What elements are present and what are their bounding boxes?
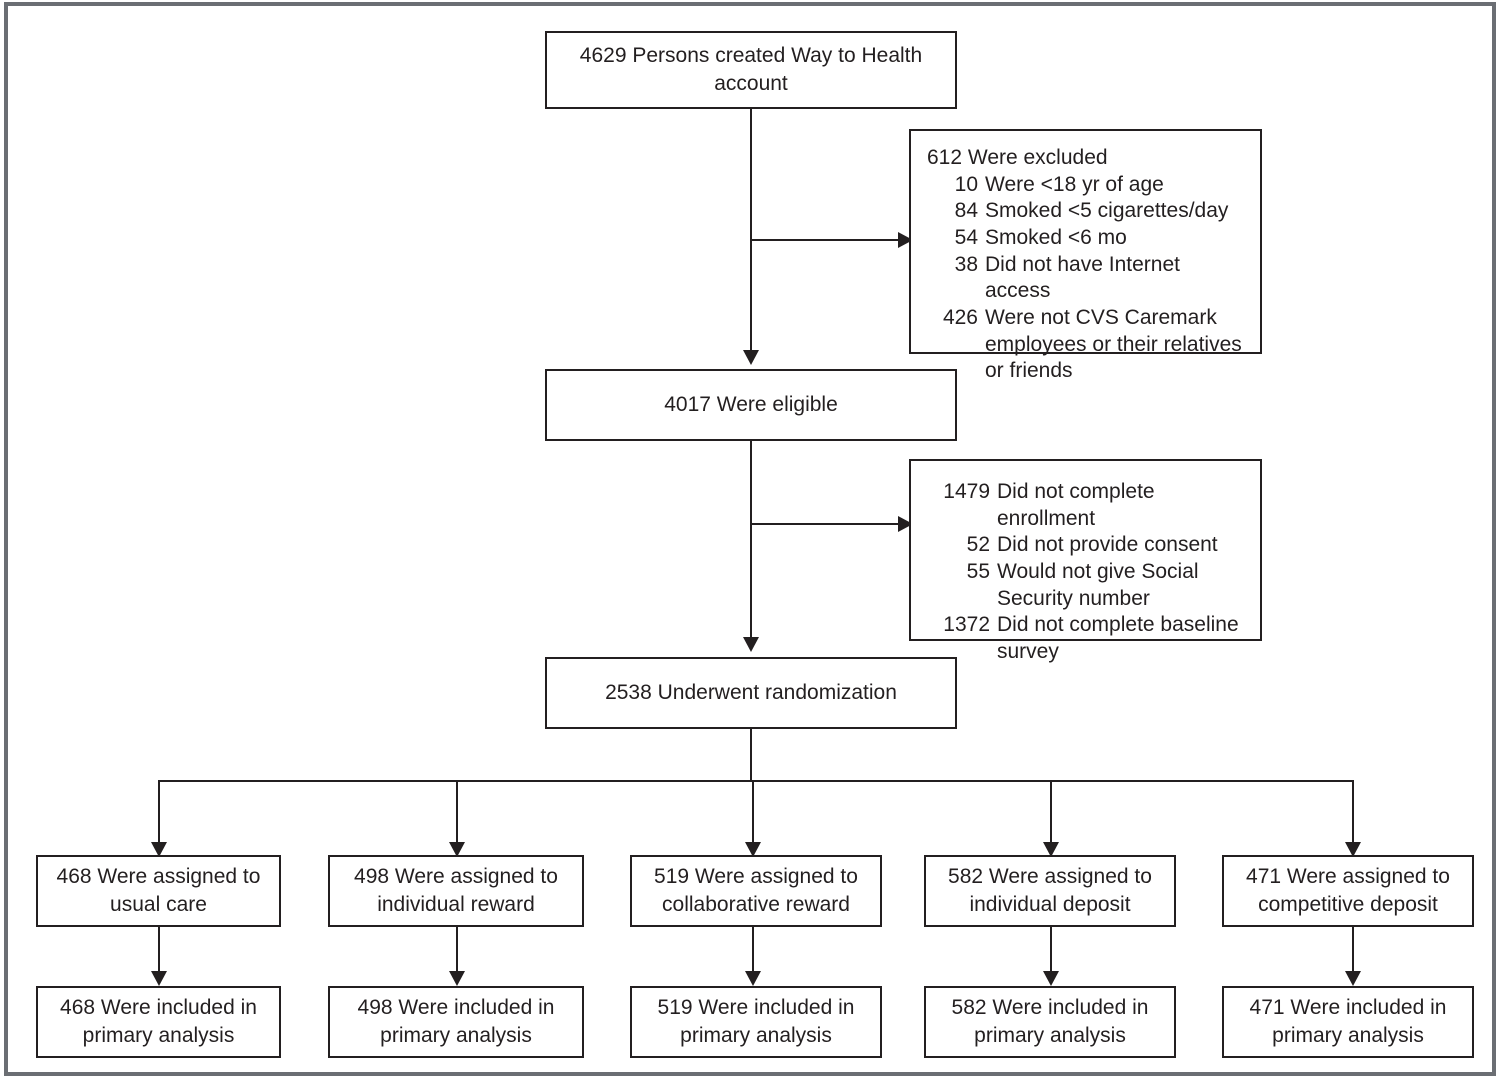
excluded-item-count: 10: [954, 172, 978, 196]
arrowhead-branch-3: [745, 842, 761, 857]
assigned-text: 498 Were assigned to individual reward: [354, 865, 558, 916]
arrowhead-branch-1: [151, 842, 167, 857]
connector-randomized-distribution-bar: [158, 780, 1354, 782]
arrowhead-branch-2: [449, 842, 465, 857]
not-enrolled-item-label: Did not provide consent: [997, 533, 1218, 557]
node-created-account: 4629 Persons created Way to Health accou…: [545, 31, 957, 109]
node-randomized: 2538 Underwent randomization: [545, 657, 957, 729]
node-created-account-text: 4629 Persons created Way to Health accou…: [579, 44, 923, 95]
connector-arm-1: [158, 927, 160, 971]
arrowhead-branch-4: [1043, 842, 1059, 857]
node-assigned-individual-reward: 498 Were assigned to individual reward: [328, 855, 584, 927]
node-assigned-competitive-deposit: 471 Were assigned to competitive deposit: [1222, 855, 1474, 927]
arrowhead-branch-5: [1345, 842, 1361, 857]
list-item: 38 Did not have Internet access: [927, 252, 1244, 305]
excluded-item-label: Smoked <6 mo: [985, 225, 1127, 249]
node-analyzed-individual-reward: 498 Were included in primary analysis: [328, 986, 584, 1058]
connector-branch-4: [1050, 780, 1052, 842]
assigned-text: 582 Were assigned to individual deposit: [948, 865, 1152, 916]
node-analyzed-collaborative-reward: 519 Were included in primary analysis: [630, 986, 882, 1058]
connector-arm-3: [752, 927, 754, 971]
connector-to-excluded: [752, 239, 898, 241]
connector-randomized-stem: [750, 729, 752, 781]
excluded-item-count: 84: [954, 199, 978, 223]
not-enrolled-item-label: Would not give Social Security number: [997, 559, 1199, 610]
node-randomized-text: 2538 Underwent randomization: [605, 681, 897, 705]
connector-branch-2: [456, 780, 458, 842]
excluded-item-label: Were not CVS Caremark employees or their…: [985, 305, 1242, 383]
node-excluded-list: 10 Were <18 yr of age 84 Smoked <5 cigar…: [927, 172, 1244, 385]
connector-branch-3: [752, 780, 754, 842]
not-enrolled-item-label: Did not complete enrollment: [997, 480, 1155, 530]
excluded-item-label: Smoked <5 cigarettes/day: [985, 199, 1229, 223]
list-item: 54 Smoked <6 mo: [927, 225, 1244, 252]
arrowhead-eligible-to-randomized: [743, 637, 759, 652]
figure-border: 4629 Persons created Way to Health accou…: [4, 2, 1496, 1076]
assigned-text: 468 Were assigned to usual care: [56, 865, 261, 916]
connector-branch-1: [158, 780, 160, 842]
node-analyzed-competitive-deposit: 471 Were included in primary analysis: [1222, 986, 1474, 1058]
list-item: 426 Were not CVS Caremark employees or t…: [927, 305, 1244, 385]
list-item: 1372 Did not complete baseline survey: [927, 612, 1244, 665]
connector-arm-4: [1050, 927, 1052, 971]
node-eligible: 4017 Were eligible: [545, 369, 957, 441]
node-assigned-individual-deposit: 582 Were assigned to individual deposit: [924, 855, 1176, 927]
arrowhead-arm-4: [1043, 971, 1059, 986]
node-analyzed-usual-care: 468 Were included in primary analysis: [36, 986, 281, 1058]
not-enrolled-item-count: 52: [966, 533, 990, 557]
node-not-enrolled-list: 1479 Did not complete enrollment 52 Did …: [927, 479, 1244, 666]
arrowhead-created-to-eligible: [743, 350, 759, 365]
node-assigned-usual-care: 468 Were assigned to usual care: [36, 855, 281, 927]
connector-arm-2: [456, 927, 458, 971]
list-item: 84 Smoked <5 cigarettes/day: [927, 198, 1244, 225]
node-assigned-collaborative-reward: 519 Were assigned to collaborative rewar…: [630, 855, 882, 927]
analyzed-text: 471 Were included in primary analysis: [1249, 996, 1447, 1047]
arrowhead-arm-2: [449, 971, 465, 986]
list-item: 1479 Did not complete enrollment: [927, 479, 1244, 532]
arrowhead-arm-3: [745, 971, 761, 986]
connector-to-not-enrolled: [752, 523, 898, 525]
list-item: 52 Did not provide consent: [927, 532, 1244, 559]
list-item: 10 Were <18 yr of age: [927, 172, 1244, 199]
arrowhead-arm-5: [1345, 971, 1361, 986]
not-enrolled-item-count: 1479: [943, 480, 990, 503]
connector-arm-5: [1352, 927, 1354, 971]
node-not-enrolled: 1479 Did not complete enrollment 52 Did …: [909, 459, 1262, 663]
excluded-item-label: Were <18 yr of age: [985, 172, 1164, 196]
arrowhead-arm-1: [151, 971, 167, 986]
excluded-item-label: Did not have Internet access: [985, 252, 1180, 303]
assigned-text: 519 Were assigned to collaborative rewar…: [654, 865, 858, 916]
node-excluded-lead: 612 Were excluded: [927, 146, 1108, 169]
analyzed-text: 468 Were included in primary analysis: [60, 996, 257, 1047]
analyzed-text: 519 Were included in primary analysis: [657, 996, 855, 1047]
node-excluded: 612 Were excluded 10 Were <18 yr of age …: [909, 129, 1262, 382]
analyzed-text: 498 Were included in primary analysis: [357, 996, 555, 1047]
list-item: 55 Would not give Social Security number: [927, 559, 1244, 612]
analyzed-text: 582 Were included in primary analysis: [951, 996, 1149, 1047]
node-analyzed-individual-deposit: 582 Were included in primary analysis: [924, 986, 1176, 1058]
connector-eligible-to-randomized: [750, 441, 752, 637]
not-enrolled-item-count: 1372: [943, 613, 990, 637]
excluded-item-count: 38: [954, 252, 978, 276]
not-enrolled-item-label: Did not complete baseline survey: [997, 613, 1239, 663]
not-enrolled-item-count: 55: [966, 559, 990, 583]
connector-branch-5: [1352, 780, 1354, 842]
excluded-item-count: 426: [942, 305, 978, 329]
excluded-item-count: 54: [954, 225, 978, 249]
connector-created-to-eligible: [750, 109, 752, 350]
node-eligible-text: 4017 Were eligible: [664, 393, 838, 417]
assigned-text: 471 Were assigned to competitive deposit: [1246, 865, 1450, 916]
